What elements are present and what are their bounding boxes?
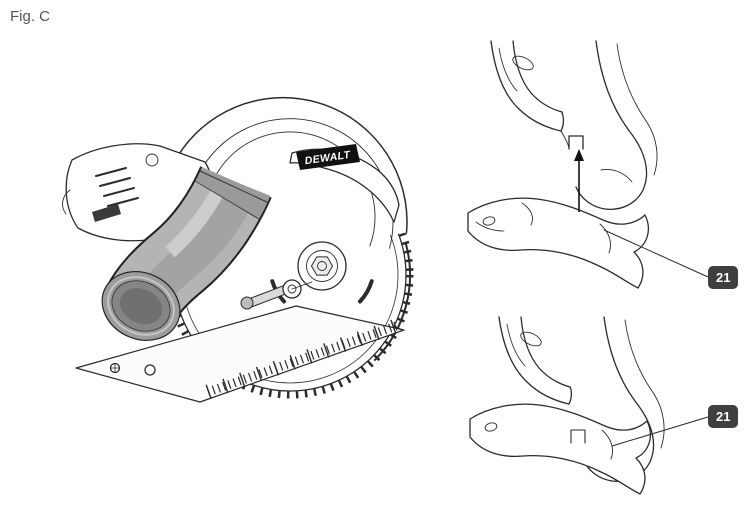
vent-line — [103, 187, 135, 197]
housing-contour — [568, 386, 573, 405]
vent-line — [99, 177, 131, 187]
housing-screw — [145, 153, 159, 167]
port-mouth — [101, 271, 181, 341]
housing-contour — [575, 40, 648, 210]
leader-line-top — [603, 229, 709, 278]
callout-21-bottom: 21 — [708, 405, 739, 428]
dust-port — [101, 165, 272, 341]
main-saw-view: DEWALT — [62, 96, 414, 403]
bracket-part-21-installed — [469, 403, 651, 495]
vent-line — [95, 167, 127, 177]
bracket-detail — [601, 429, 613, 460]
housing-contour — [560, 111, 565, 132]
housing-contour — [560, 130, 570, 149]
plate-screw — [144, 364, 156, 376]
detail-view-bottom — [469, 316, 709, 495]
collar-seam — [194, 180, 260, 220]
housing-contour — [624, 319, 665, 449]
housing-contour — [62, 189, 71, 215]
housing-contour — [616, 43, 658, 176]
latch-engagement — [570, 429, 586, 444]
bracket-hole — [482, 216, 496, 226]
collar-seam — [199, 170, 270, 204]
housing-slot — [92, 204, 121, 222]
bracket-hole — [484, 422, 498, 432]
bracket-detail — [599, 223, 611, 254]
housing-contour — [490, 40, 562, 132]
insert-arrow-head — [574, 149, 584, 161]
blade-slot — [358, 279, 374, 304]
housing-contour — [498, 316, 570, 405]
housing-hole — [512, 55, 534, 71]
housing-contour — [600, 169, 633, 183]
vent-line — [107, 197, 139, 207]
housing-contour — [512, 40, 563, 113]
brand-badge: DEWALT — [296, 144, 360, 170]
housing-contour — [506, 323, 526, 367]
housing-contour — [582, 316, 655, 482]
housing-contour — [520, 316, 571, 388]
base-plate — [75, 305, 405, 403]
bracket-detail — [521, 202, 533, 226]
detail-view-top — [467, 40, 709, 289]
clamp-lever — [240, 279, 313, 310]
callout-21-top: 21 — [708, 266, 739, 289]
housing-hole — [520, 331, 542, 347]
port-collar — [195, 167, 271, 220]
bevel-scale-ticks — [206, 321, 398, 397]
mount-notch — [568, 135, 584, 150]
leader-line-bottom — [611, 416, 709, 447]
figure-label: Fig. C — [10, 8, 51, 25]
bracket-part-21 — [467, 197, 649, 289]
arbor-bolt — [297, 241, 347, 291]
housing-contour — [498, 47, 518, 92]
bracket-detail — [475, 221, 505, 232]
lower-guard-edge — [373, 242, 411, 361]
screw-cross — [110, 363, 120, 373]
